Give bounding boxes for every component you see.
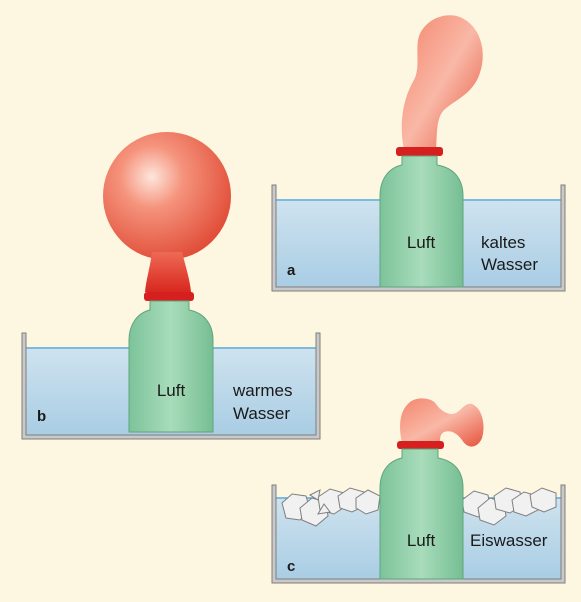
bottle-label-b: Luft xyxy=(157,381,186,400)
setup-a: Luft kaltes Wasser a xyxy=(271,15,566,292)
bottle-b xyxy=(128,300,214,433)
balloon-neck-band-b xyxy=(144,292,194,301)
ice-cubes-right xyxy=(461,487,557,526)
setup-b: Luft warmes Wasser b xyxy=(21,132,321,440)
water-label-b-line2: Wasser xyxy=(233,404,290,423)
setup-c: Luft Eiswasser c xyxy=(271,398,566,584)
setup-letter-b: b xyxy=(37,408,46,425)
water-label-a-line2: Wasser xyxy=(481,255,538,274)
ice-cubes-left xyxy=(281,487,381,527)
container-c xyxy=(271,484,566,584)
balloon-neck-b xyxy=(145,252,191,292)
water-label-a-line1: kaltes xyxy=(481,233,525,252)
water-label-c-line1: Eiswasser xyxy=(470,531,548,550)
bottle-label-c: Luft xyxy=(407,531,436,550)
balloon-neck-band-c xyxy=(397,441,444,449)
balloon-neck-band-a xyxy=(396,147,443,156)
setup-letter-c: c xyxy=(287,558,295,575)
bottle-label-a: Luft xyxy=(407,233,436,252)
bottle-a xyxy=(379,155,464,288)
bottle-c xyxy=(379,448,464,580)
setup-letter-a: a xyxy=(287,262,296,279)
balloon-c xyxy=(400,398,484,447)
container-a xyxy=(271,184,566,292)
container-b xyxy=(21,332,321,440)
water-label-b-line1: warmes xyxy=(232,381,293,400)
balloon-a xyxy=(401,15,483,151)
balloon-b xyxy=(103,132,231,260)
